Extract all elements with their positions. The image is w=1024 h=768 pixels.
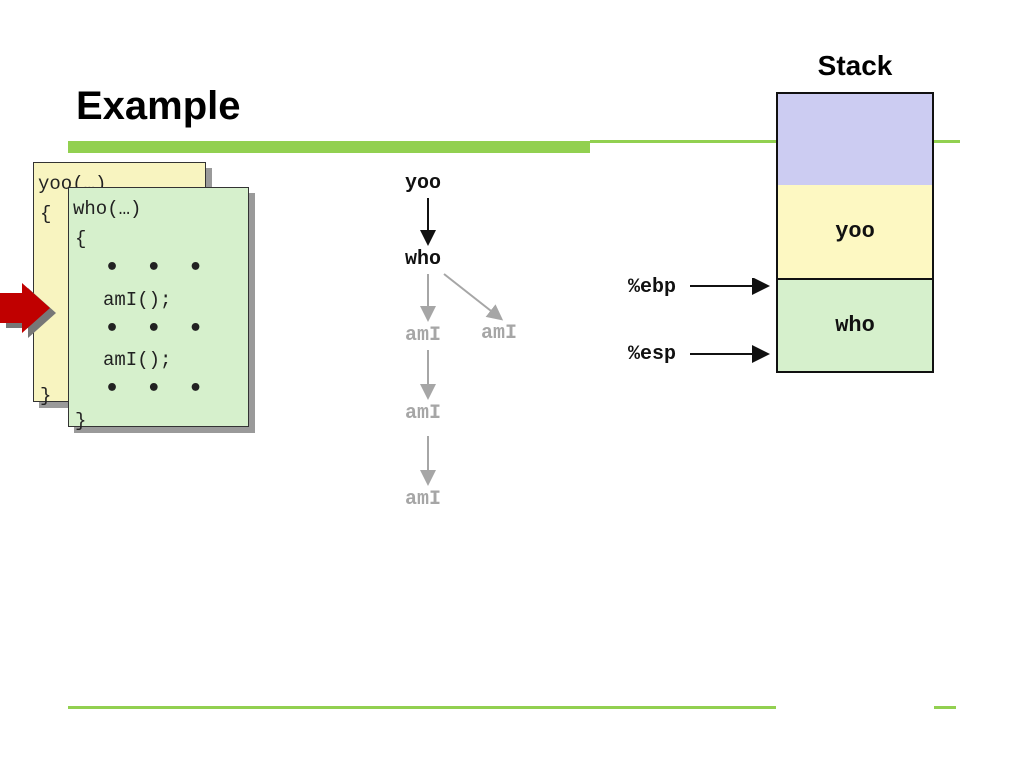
call-tree-yoo: yoo [405, 172, 442, 195]
who-call-ami-2: amI(); [103, 349, 172, 371]
who-ellipsis-1: • • • [105, 255, 213, 280]
edge-who-ami-right [443, 273, 504, 321]
esp-register-label: %esp [628, 343, 677, 366]
current-line-arrow-icon [0, 283, 56, 338]
call-tree-ami-right: amI [481, 322, 518, 345]
register-pointer-arrows [690, 278, 770, 363]
who-close-brace: } [75, 410, 87, 432]
title-underline-thick [68, 141, 590, 153]
stack-title: Stack [817, 50, 893, 81]
call-tree-ami-left: amI [405, 324, 442, 347]
stack-frame-who: who [776, 278, 934, 373]
who-ellipsis-2: • • • [105, 316, 213, 341]
stack-frame-who-label: who [835, 313, 875, 338]
slide-title: Example [76, 84, 241, 128]
stack-frame-caller [776, 92, 934, 187]
call-tree-edges [420, 198, 504, 486]
call-tree-ami-depth3: amI [405, 488, 442, 511]
yoo-open-brace: { [40, 203, 52, 225]
call-tree-who: who [405, 248, 442, 271]
who-ellipsis-3: • • • [105, 376, 213, 401]
who-function-header: who(…) [73, 198, 142, 220]
stack-frame-yoo-label: yoo [835, 219, 875, 244]
title-underline-thin [590, 140, 960, 143]
call-tree-ami-depth2: amI [405, 402, 442, 425]
yoo-close-brace: } [40, 385, 52, 407]
footer-rule [68, 706, 776, 709]
stack-frame-yoo: yoo [776, 185, 934, 280]
footer-rule-right [934, 706, 956, 709]
who-open-brace: { [75, 228, 87, 250]
ebp-register-label: %ebp [628, 276, 677, 299]
who-call-ami-1: amI(); [103, 289, 172, 311]
who-code-card: who(…) { • • • amI(); • • • amI(); • • •… [68, 187, 249, 432]
